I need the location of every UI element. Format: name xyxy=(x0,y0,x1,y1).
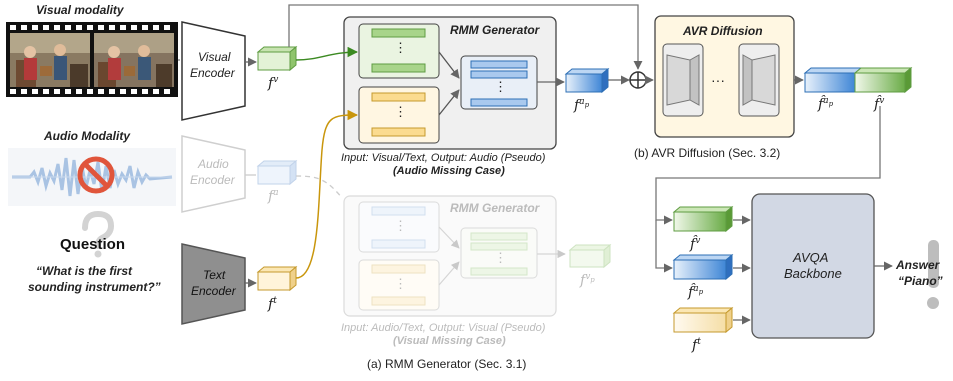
prohibited-icon xyxy=(77,156,115,194)
visual-modality-title: Visual modality xyxy=(36,3,124,17)
caption-b: (b) AVR Diffusion (Sec. 3.2) xyxy=(634,146,781,160)
feature-ft-block xyxy=(256,265,298,292)
question-title: Question xyxy=(60,236,126,253)
visual-filmstrip xyxy=(6,22,178,97)
fvp-label: fvp xyxy=(580,272,595,289)
caption-a: (a) RMM Generator (Sec. 3.1) xyxy=(367,357,527,371)
arrow-ft-to-rmm xyxy=(295,109,359,279)
rmm-generator-visual xyxy=(343,195,566,317)
question-mark-icon xyxy=(82,210,115,258)
fap-label: fap xyxy=(574,97,590,114)
fv-hat-label: f̂v xyxy=(874,96,885,113)
arrow-output-to-backbone-route xyxy=(655,106,881,225)
audio-feature-dashed-link xyxy=(295,175,343,199)
rmm-vdots-faded-3: ⋮ xyxy=(494,250,507,265)
audio-waveform xyxy=(8,148,176,206)
fap-hat-right-label: f̂ap xyxy=(688,284,704,301)
text-encoder-shape xyxy=(181,243,246,325)
rmm-vdots-faded-1: ⋮ xyxy=(394,218,407,233)
rmm-generator-title-faded: RMM Generator xyxy=(450,201,540,215)
arrow-fv-skip-to-plus xyxy=(288,4,643,70)
feature-fap-right-block xyxy=(672,253,734,281)
ft-right-label: ft xyxy=(692,337,701,354)
feature-ft-right-block xyxy=(672,306,734,334)
answer-value: “Piano” xyxy=(898,274,943,288)
rmm-caption-audio: Input: Visual/Text, Output: Audio (Pseud… xyxy=(341,152,546,164)
ft-label: ft xyxy=(268,296,277,313)
video-frame-2 xyxy=(94,33,174,87)
question-text-line-2: sounding instrument?” xyxy=(28,280,161,294)
rmm-caption-visual: Input: Audio/Text, Output: Visual (Pseud… xyxy=(341,322,546,334)
fv-hat-right-label: f̂v xyxy=(690,236,701,253)
video-frame-1 xyxy=(10,33,90,87)
avqa-backbone-label-2: Backbone xyxy=(784,266,842,281)
add-operator-icon xyxy=(629,71,647,89)
rmm-generator-audio xyxy=(343,16,557,150)
rmm-case-visual: (Visual Missing Case) xyxy=(393,335,506,347)
visual-encoder-shape xyxy=(181,21,246,121)
fv-label: fv xyxy=(268,75,279,92)
feature-fap-hat-block xyxy=(803,67,863,93)
audio-encoder-shape xyxy=(181,135,246,213)
rmm-vdots-green: ⋮ xyxy=(394,40,407,55)
rmm-vdots-faded-2: ⋮ xyxy=(394,276,407,291)
fap-hat-label: f̂ap xyxy=(818,96,834,113)
arrow-fv-to-rmm xyxy=(295,46,359,61)
question-text-line-1: “What is the first xyxy=(36,264,133,278)
exclamation-icon xyxy=(927,240,939,309)
avqa-backbone-label-1: AVQA xyxy=(793,250,829,265)
feature-fvp-block xyxy=(568,243,612,269)
text-encoder-label-2: Encoder xyxy=(191,284,236,298)
text-encoder-label-1: Text xyxy=(203,268,226,282)
feature-fv-right-block xyxy=(672,205,734,233)
avr-diffusion-title: AVR Diffusion xyxy=(683,24,763,38)
audio-encoder-label-2: Encoder xyxy=(190,173,235,187)
answer-label: Answer xyxy=(896,258,940,272)
avr-ellipsis: ··· xyxy=(711,72,725,88)
audio-modality-title: Audio Modality xyxy=(44,129,130,143)
audio-encoder-label-1: Audio xyxy=(198,157,229,171)
avr-diffusion-box xyxy=(654,15,795,138)
rmm-case-audio: (Audio Missing Case) xyxy=(393,165,505,177)
rmm-generator-title: RMM Generator xyxy=(450,23,540,37)
feature-fv-block xyxy=(256,45,298,72)
rmm-vdots-blue: ⋮ xyxy=(494,79,507,94)
feature-fv-hat-block xyxy=(853,66,913,94)
rmm-vdots-yellow: ⋮ xyxy=(394,104,407,119)
visual-encoder-label-2: Encoder xyxy=(190,66,235,80)
fa-label: fa xyxy=(268,188,279,205)
feature-fap-block xyxy=(564,67,610,94)
feature-fa-block xyxy=(256,159,298,186)
arrow-route-to-fap xyxy=(655,220,673,273)
visual-encoder-label-1: Visual xyxy=(198,50,231,64)
